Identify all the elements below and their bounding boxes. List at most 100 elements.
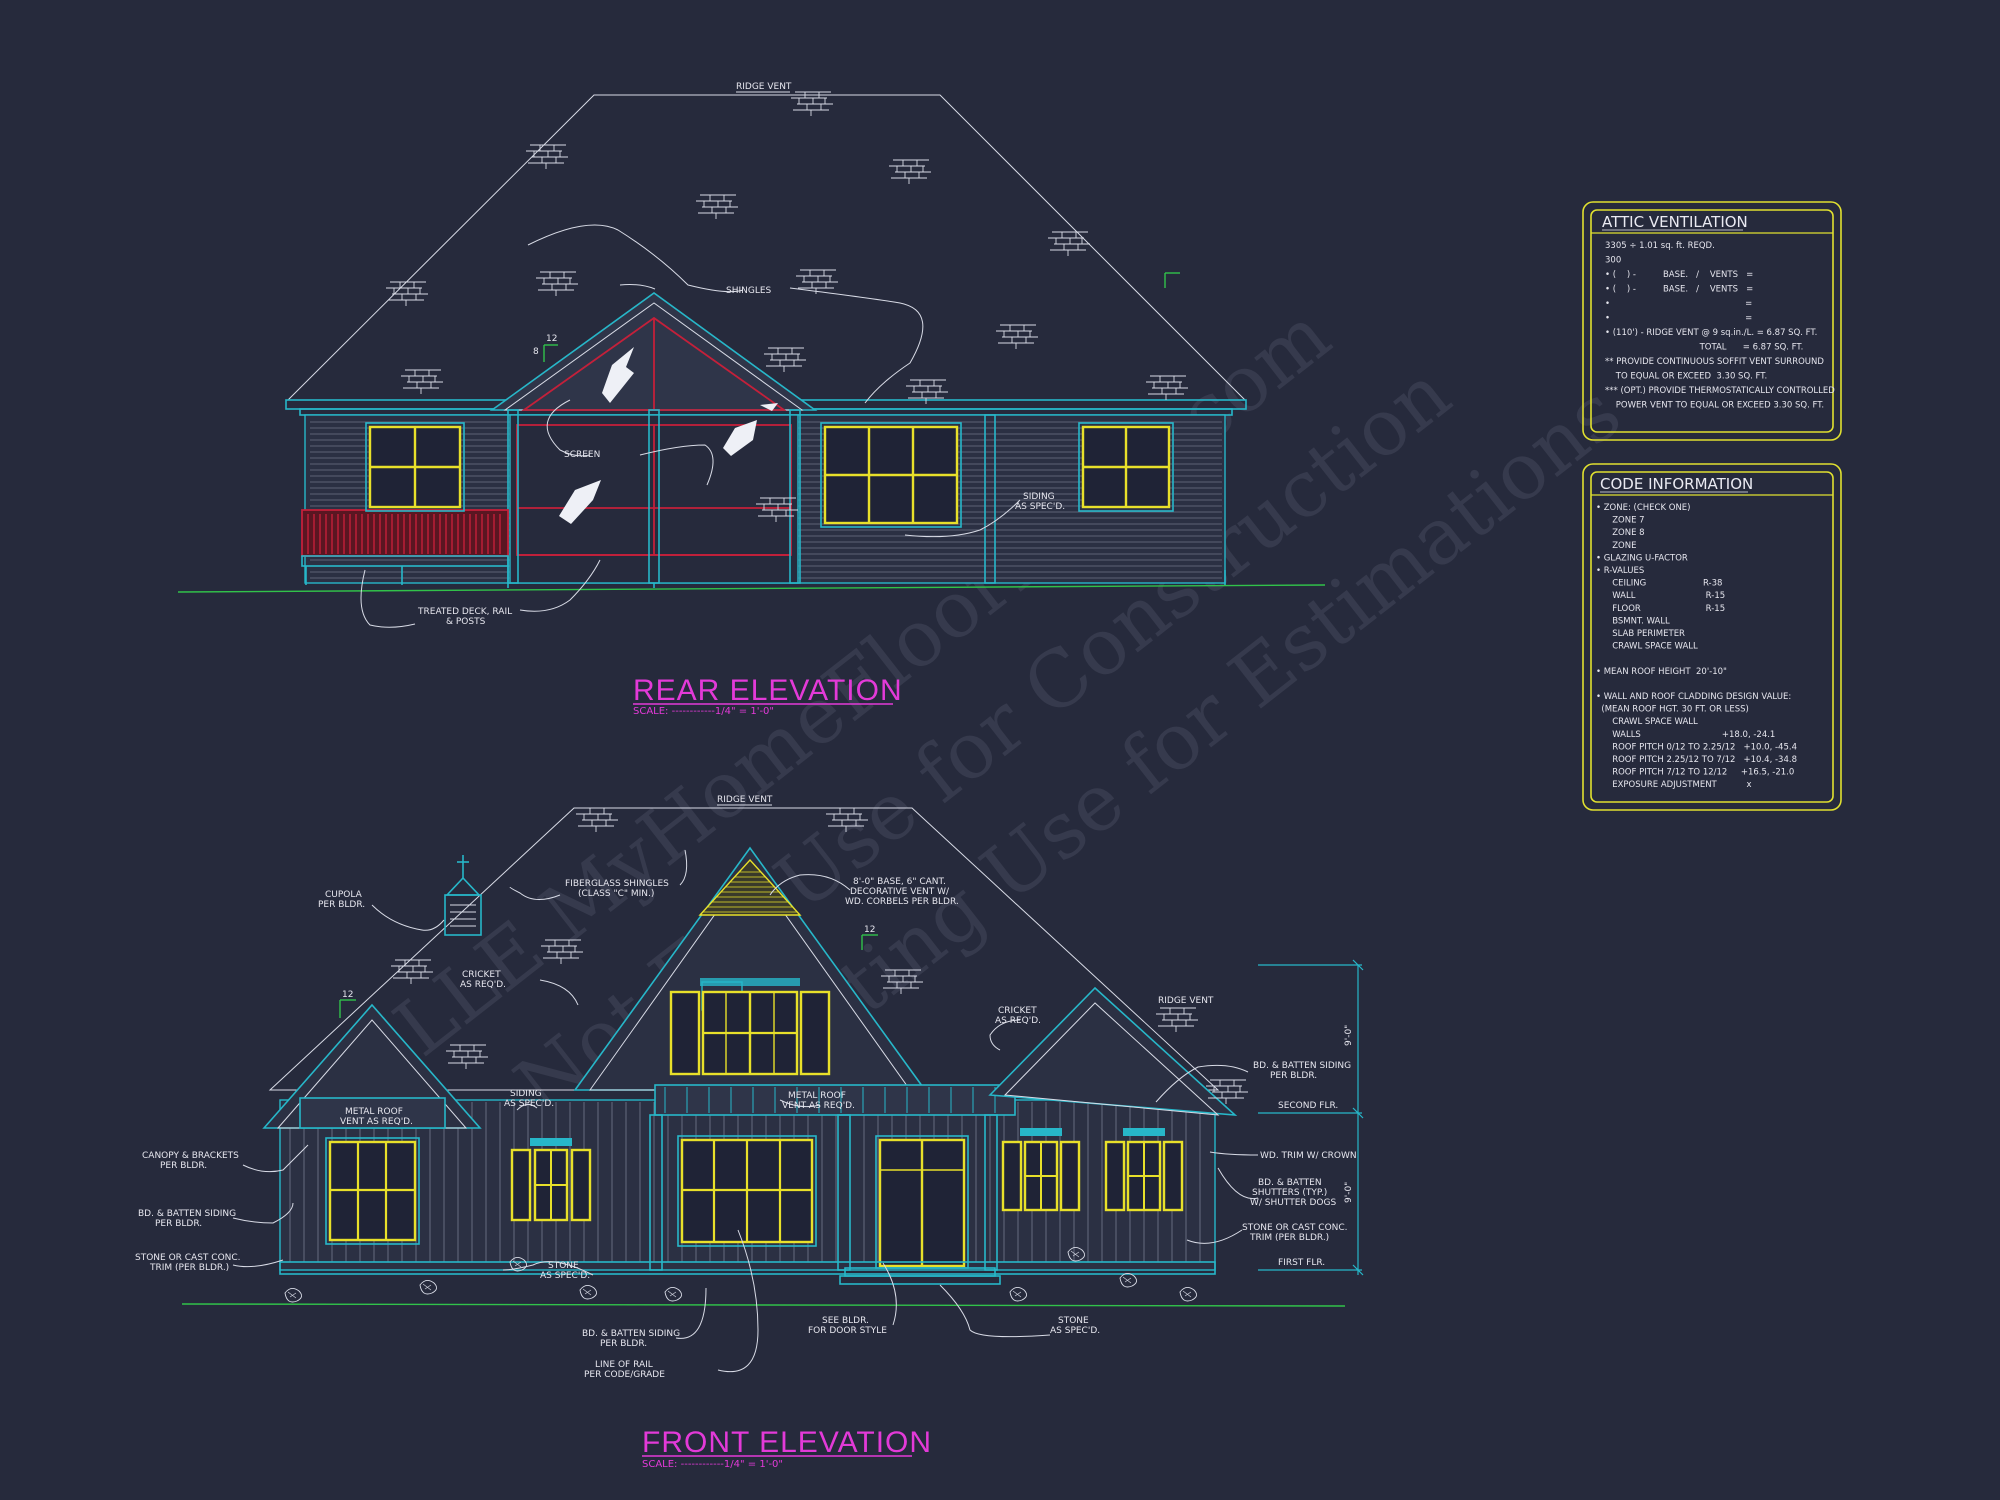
front-label-stone-right-1: STONE — [1058, 1316, 1089, 1326]
rear-pitch-mark: 12 8 — [533, 272, 1180, 362]
front-label-stone-cast-2: TRIM (PER BLDR.) — [1249, 1233, 1329, 1243]
code-note-line: • MEAN ROOF HEIGHT 20'-10" — [1596, 667, 1727, 677]
front-label-fiberglass-2: (CLASS "C" MIN.) — [578, 889, 654, 899]
front-label-stone-2: AS SPEC'D. — [540, 1271, 590, 1281]
attic-note-line: 3305 ÷ 1.01 sq. ft. REQD. — [1605, 241, 1715, 251]
code-note-line: (MEAN ROOF HGT. 30 FT. OR LESS) — [1596, 705, 1749, 715]
front-porch-columns — [649, 1114, 998, 1271]
front-label-shutters-1: BD. & BATTEN — [1258, 1178, 1322, 1188]
rear-window-left — [365, 422, 465, 512]
attic-note-line: *** (OPT.) PROVIDE THERMOSTATICALLY CONT… — [1605, 386, 1835, 396]
front-label-cricket-2: AS REQ'D. — [460, 980, 506, 990]
front-label-cupola-2: PER BLDR. — [318, 900, 365, 910]
rear-label-screen: SCREEN — [564, 450, 600, 460]
attic-ventilation-title: ATTIC VENTILATION — [1602, 213, 1748, 231]
front-label-rail-2: PER CODE/GRADE — [584, 1370, 665, 1380]
front-label-bb-right-1: BD. & BATTEN SIDING — [1253, 1061, 1351, 1071]
front-label-fiberglass-1: FIBERGLASS SHINGLES — [565, 879, 669, 889]
front-label-metal-roof-right-2: VENT AS REQ'D. — [782, 1101, 855, 1111]
front-label-wd-trim: WD. TRIM W/ CROWN — [1260, 1151, 1357, 1161]
code-note-line: • GLAZING U-FACTOR — [1596, 553, 1688, 563]
rear-window-center — [820, 422, 962, 528]
attic-note-line: 300 — [1605, 256, 1621, 266]
code-note-line: ZONE 7 — [1596, 516, 1645, 526]
front-left-canopy — [299, 1097, 446, 1129]
code-note-line: • ZONE: (CHECK ONE) — [1596, 503, 1690, 513]
front-label-siding-2: AS SPEC'D. — [504, 1099, 554, 1109]
code-note-line: CRAWL SPACE WALL — [1596, 717, 1698, 727]
front-label-first-floor: FIRST FLR. — [1278, 1258, 1325, 1268]
front-label-cupola-1: CUPOLA — [325, 890, 363, 900]
code-note-line: ROOF PITCH 7/12 TO 12/12 +16.5, -21.0 — [1596, 768, 1794, 778]
rear-label-deck-2: & POSTS — [446, 617, 486, 627]
rear-elevation-title: REAR ELEVATION — [633, 674, 903, 707]
front-label-second-floor: SECOND FLR. — [1278, 1101, 1338, 1111]
code-note-line: ROOF PITCH 0/12 TO 2.25/12 +10.0, -45.4 — [1596, 742, 1797, 752]
front-dimension-lower: 9'-0" — [1344, 1182, 1354, 1203]
front-label-vent-3: WD. CORBELS PER BLDR. — [845, 897, 959, 907]
front-label-bb-siding-1: BD. & BATTEN SIDING — [138, 1209, 236, 1219]
front-label-door-1: SEE BLDR. — [822, 1316, 869, 1326]
front-window-right-2 — [1104, 1128, 1184, 1212]
front-window-right-1 — [1001, 1128, 1081, 1212]
front-stone-trim — [279, 1261, 1216, 1275]
front-metal-porch-roof — [654, 1084, 1016, 1116]
code-note-line: ZONE — [1596, 541, 1636, 551]
front-dimension-string — [1258, 959, 1364, 1276]
front-label-cricket-right-1: CRICKET — [998, 1006, 1037, 1016]
front-elevation-title: FRONT ELEVATION — [642, 1426, 932, 1459]
front-label-door-2: FOR DOOR STYLE — [808, 1326, 887, 1336]
front-dimension-upper: 9'-0" — [1344, 1025, 1354, 1046]
attic-note-line: • (110') - RIDGE VENT @ 9 sq.in./L. = 6.… — [1605, 328, 1817, 338]
rear-shingle-symbol — [525, 144, 569, 170]
front-decorative-vent — [698, 858, 802, 916]
front-label-cricket-right-2: AS REQ'D. — [995, 1016, 1041, 1026]
code-note-line: • R-VALUES — [1596, 566, 1644, 576]
front-label-bb-right-2: PER BLDR. — [1270, 1071, 1317, 1081]
code-note-line: • WALL AND ROOF CLADDING DESIGN VALUE: — [1596, 692, 1791, 702]
front-porch-window — [677, 1135, 817, 1247]
attic-note-line: • ( ) - BASE. / VENTS = — [1605, 285, 1753, 295]
front-label-metal-roof-1: METAL ROOF — [345, 1107, 403, 1117]
code-note-line: CRAWL SPACE WALL — [1596, 642, 1698, 652]
code-note-line: ROOF PITCH 2.25/12 TO 7/12 +10.4, -34.8 — [1596, 755, 1797, 765]
front-label-stone-left-1: STONE OR CAST CONC. — [135, 1253, 241, 1263]
front-label-metal-roof-right-1: METAL ROOF — [788, 1091, 846, 1101]
svg-text:12: 12 — [546, 334, 557, 344]
attic-note-line: POWER VENT TO EQUAL OR EXCEED 3.30 SQ. F… — [1605, 401, 1824, 411]
front-label-cricket-1: CRICKET — [462, 970, 501, 980]
front-label-shutters-3: W/ SHUTTER DOGS — [1250, 1198, 1336, 1208]
front-elevation: RIDGE VENT RIDGE VENT CUPOLA PER BLDR. F… — [135, 795, 1364, 1470]
front-cupola — [444, 855, 482, 936]
attic-note-line: • = — [1605, 314, 1752, 324]
front-steps — [839, 1267, 1001, 1285]
code-note-line: SLAB PERIMETER — [1596, 629, 1685, 639]
front-label-stone-cast-1: STONE OR CAST CONC. — [1242, 1223, 1348, 1233]
rear-label-siding-1: SIDING — [1023, 492, 1055, 502]
code-information-panel: CODE INFORMATION • ZONE: (CHECK ONE) ZON… — [1582, 463, 1842, 811]
front-door — [875, 1135, 969, 1269]
code-note-line: CEILING R-38 — [1596, 579, 1722, 589]
front-label-bb-bottom-1: BD. & BATTEN SIDING — [582, 1329, 680, 1339]
front-label-rail-1: LINE OF RAIL — [595, 1360, 653, 1370]
front-label-ridge-vent: RIDGE VENT — [717, 795, 773, 805]
front-gable-window — [669, 978, 831, 1076]
attic-note-line: ** PROVIDE CONTINUOUS SOFFIT VENT SURROU… — [1605, 357, 1824, 367]
code-information-notes: • ZONE: (CHECK ONE) ZONE 7 ZONE 8 ZONE• … — [1596, 503, 1797, 790]
rear-elevation-scale: SCALE: ------------1/4" = 1'-0" — [633, 706, 774, 717]
front-window-small — [510, 1138, 592, 1222]
front-label-canopy-2: PER BLDR. — [160, 1161, 207, 1171]
rear-deck-rail — [301, 509, 509, 557]
front-label-stone-left-2: TRIM (PER BLDR.) — [149, 1263, 229, 1273]
front-label-vent-1: 8'-0" BASE, 6" CANT. — [853, 877, 946, 887]
rear-elevation: 12 8 RIDGE VENT SHINGLES SCREEN SIDING A… — [177, 82, 1326, 717]
svg-text:12: 12 — [342, 990, 353, 1000]
rear-grade-line — [177, 584, 1326, 593]
rear-window-right — [1078, 422, 1174, 512]
rear-label-deck-1: TREATED DECK, RAIL — [417, 607, 512, 617]
front-label-metal-roof-2: VENT AS REQ'D. — [340, 1117, 413, 1127]
front-label-stone-right-2: AS SPEC'D. — [1050, 1326, 1100, 1336]
front-stone-symbol — [284, 1287, 303, 1303]
attic-note-line: • ( ) - BASE. / VENTS = — [1605, 270, 1753, 280]
